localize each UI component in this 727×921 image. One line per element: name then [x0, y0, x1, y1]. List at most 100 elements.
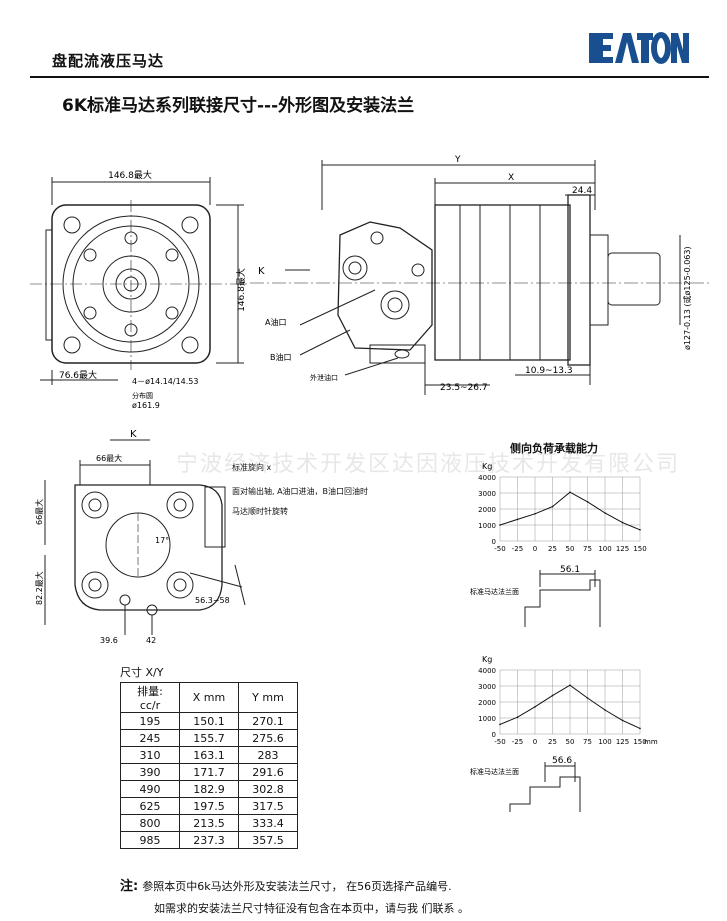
data-point [569, 491, 571, 493]
rotation-note-3: 马达顺时针旋转 [232, 507, 288, 516]
table-caption: 尺寸 X/Y [120, 666, 164, 679]
dim-23-5: 23.5~26.7 [440, 383, 488, 393]
table-cell: 283 [238, 746, 298, 764]
column-header: Y mm [238, 682, 298, 713]
data-point [534, 706, 536, 708]
mount-label-bottom: 标准马达法兰面 [470, 767, 519, 776]
table-cell: 182.9 [179, 780, 239, 798]
x-tick-label: 0 [533, 545, 537, 553]
y-tick-label: 0 [492, 731, 496, 739]
mount-sketch-bottom: 56.6 标准马达法兰面 [470, 756, 581, 812]
angle-label: 17° [155, 536, 169, 545]
data-point [551, 505, 554, 508]
header-title: 盘配流液压马达 [52, 52, 165, 70]
table-cell: 195 [120, 712, 180, 730]
table-cell: 197.5 [179, 797, 239, 815]
table-cell: 275.6 [238, 729, 298, 747]
x-tick-label: 75 [583, 738, 592, 746]
dim-10-9: 10.9~13.3 [525, 366, 573, 376]
k-label: K [258, 266, 265, 277]
y-axis-label: Kg [482, 655, 492, 664]
pilot-diameter: ø127-0.13 (或ø125-0.063) [682, 246, 692, 350]
table-cell: 357.5 [238, 831, 298, 849]
note-label: 注: [120, 879, 139, 894]
data-point [621, 719, 624, 722]
x-tick-label: 25 [548, 545, 557, 553]
table-cell: 317.5 [238, 797, 298, 815]
x-tick-label: 100 [598, 545, 611, 553]
x-tick-label: 150 [633, 738, 646, 746]
front-view-drawing: 146.8最大 146.8最大 76.6最大 4－ø14.14/14.53 分布… [30, 169, 250, 410]
table-cell: 150.1 [179, 712, 239, 730]
mount-dim-top: 56.1 [560, 565, 580, 575]
data-point [551, 694, 554, 697]
data-point [604, 709, 606, 711]
x-tick-label: 125 [616, 545, 629, 553]
table-cell: 800 [120, 814, 180, 832]
x-axis-label: mm [644, 738, 658, 746]
table-cell: 270.1 [238, 712, 298, 730]
y-axis-label: Kg [482, 462, 492, 471]
data-point [499, 524, 501, 526]
port-view-drawing: K 66最大 66最大 82.2最大 17° 56.3~58 39.6 42 [34, 429, 246, 645]
holes-dimension: 4－ø14.14/14.53 [132, 377, 198, 386]
x-tick-label: 150 [633, 545, 646, 553]
y-tick-label: 4000 [478, 474, 496, 482]
table-cell: 310 [120, 746, 180, 764]
mount-sketch-top: 56.1 标准马达法兰面 [470, 565, 601, 627]
table-cell: 985 [120, 831, 180, 849]
dim-66-top: 66最大 [96, 453, 122, 463]
height-dimension: 146.8最大 [235, 268, 247, 312]
drain-port-label: 外泄油口 [310, 373, 338, 382]
pcd-value: ø161.9 [132, 401, 160, 410]
y-tick-label: 2000 [478, 506, 496, 514]
column-header: X mm [179, 682, 239, 713]
dim-82-2: 82.2最大 [34, 571, 44, 605]
data-point [569, 684, 571, 686]
dim-56-3: 56.3~58 [195, 596, 230, 605]
table-header-row: 排量: cc/r X mm Y mm [120, 682, 298, 713]
y-tick-label: 0 [492, 538, 496, 546]
mount-dim-bottom: 56.6 [552, 756, 572, 766]
table-cell: 213.5 [179, 814, 239, 832]
x-tick-label: -25 [512, 738, 523, 746]
y-tick-label: 4000 [478, 667, 496, 675]
table-cell: 333.4 [238, 814, 298, 832]
mount-label-top: 标准马达法兰面 [470, 587, 519, 596]
rotation-note-1: 标准旋向 x [232, 463, 272, 472]
note-text-1: 参照本页中6k马达外形及安装法兰尺寸， 在56页选择产品编号. [142, 880, 452, 893]
x-tick-label: 50 [566, 545, 575, 553]
table-cell: 171.7 [179, 763, 239, 781]
x-tick-label: 100 [598, 738, 611, 746]
a-port-label: A油口 [265, 317, 286, 327]
table-cell: 625 [120, 797, 180, 815]
data-point [516, 518, 519, 521]
eaton-logo [589, 30, 689, 66]
x-tick-label: -25 [512, 545, 523, 553]
data-point [499, 723, 501, 726]
dim-42: 42 [146, 636, 156, 645]
x-tick-label: 25 [548, 738, 557, 746]
x-tick-label: -50 [494, 545, 505, 553]
y-tick-label: 2000 [478, 699, 496, 707]
y-tick-label: 1000 [478, 522, 496, 530]
table-cell: 490 [120, 780, 180, 798]
note-line-2: 如需求的安装法兰尺寸特征没有包含在本页中，请与我 们联系 。 [154, 902, 469, 915]
x-tick-label: -50 [494, 738, 505, 746]
note-line-1: 注:参照本页中6k马达外形及安装法兰尺寸， 在56页选择产品编号. [120, 875, 452, 894]
dim-39-6: 39.6 [100, 636, 118, 645]
x-tick-label: 125 [616, 738, 629, 746]
side-view-drawing: Y X 24.4 K A油口 B油口 外泄油口 23.5~26.7 10.9~1… [250, 155, 710, 395]
data-point [586, 697, 589, 699]
port-k-label: K [130, 429, 137, 440]
data-point [586, 501, 589, 503]
